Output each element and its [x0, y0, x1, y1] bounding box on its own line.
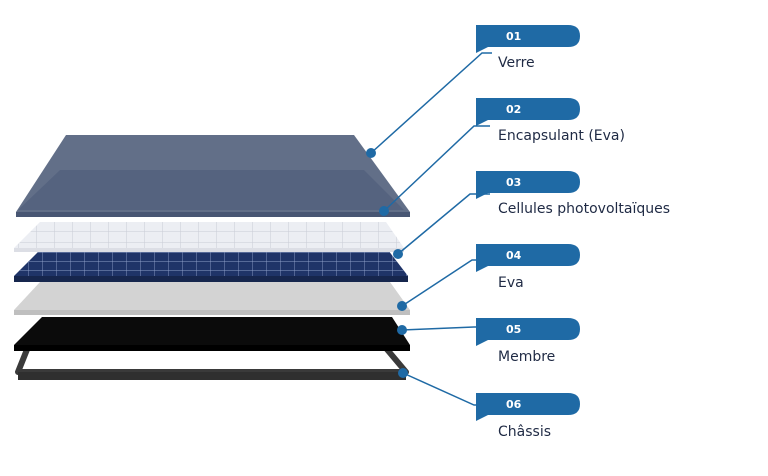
layer-label-02: Encapsulant (Eva) [498, 128, 625, 144]
connector-dot-05 [397, 325, 407, 335]
frame-layer [15, 344, 409, 380]
connector-dot-01 [366, 148, 376, 158]
connector-dots [366, 148, 408, 378]
glass-layer [16, 135, 410, 217]
tag-04: 04 [476, 244, 580, 272]
backsheet-layer [14, 317, 410, 351]
tag-02: 02 [476, 98, 580, 126]
tag-05: 05 [476, 318, 580, 346]
layer-label-03: Cellules photovoltaïques [498, 201, 671, 217]
tag-number-06: 06 [506, 398, 522, 411]
tag-number-02: 02 [506, 103, 521, 116]
tag-03: 03 [476, 171, 580, 199]
tag-number-05: 05 [506, 323, 521, 336]
cells-layer [14, 250, 408, 282]
eva-sheet-layer [14, 282, 410, 315]
connector-line-01 [370, 52, 492, 154]
connector-dot-04 [397, 301, 407, 311]
tag-number-03: 03 [506, 176, 521, 189]
translucent-grid-layer [14, 222, 404, 252]
layer-label-01: Verre [498, 55, 535, 71]
tag-number-04: 04 [506, 249, 522, 262]
layer-label-04: Eva [498, 275, 524, 291]
tag-06: 06 [476, 393, 580, 421]
connector-dot-02 [379, 206, 389, 216]
tag-number-01: 01 [506, 30, 521, 43]
layer-label-05: Membre [498, 349, 556, 365]
connector-dot-06 [398, 368, 408, 378]
layer-label-06: Châssis [498, 424, 551, 440]
connector-dot-03 [393, 249, 403, 259]
connector-line-02 [383, 125, 490, 212]
number-tags: 01 02 03 04 05 06 [476, 25, 580, 421]
tag-01: 01 [476, 25, 580, 53]
